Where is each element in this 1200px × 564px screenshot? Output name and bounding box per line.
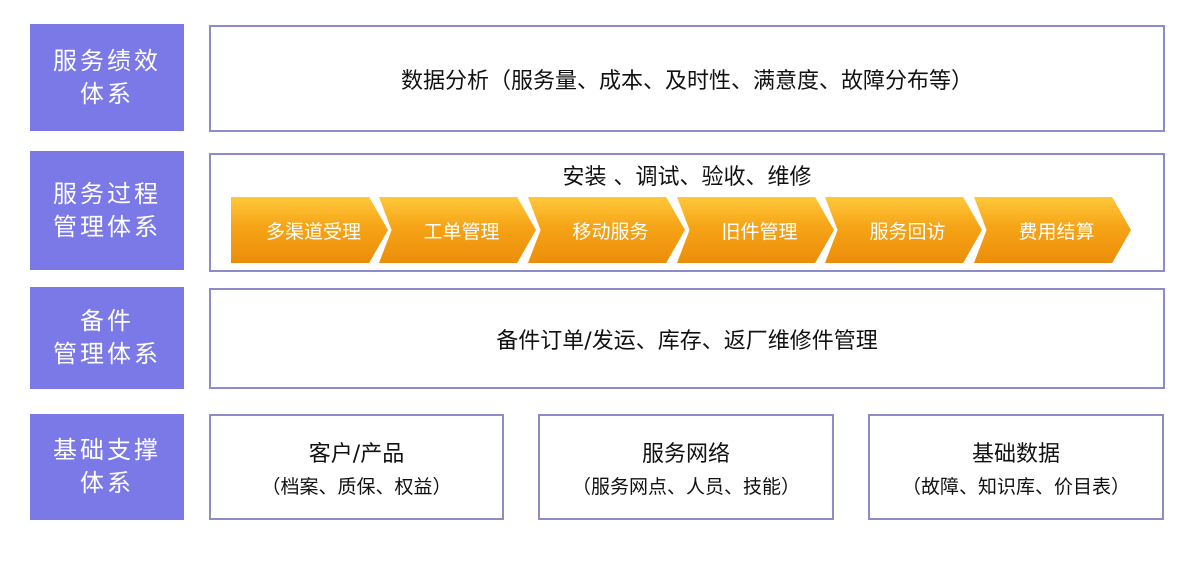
process-step-label: 服务回访: [869, 220, 946, 243]
performance-content-text: 数据分析（服务量、成本、及时性、满意度、故障分布等）: [400, 68, 973, 94]
label-line: 备件: [80, 307, 134, 335]
process-title: 安装 、调试、验收、维修: [562, 165, 812, 190]
foundation-box-title: 客户/产品: [308, 441, 405, 467]
label-line: 体系: [80, 469, 134, 497]
process-step: 费用结算: [974, 197, 1131, 263]
label-line: 服务绩效: [53, 46, 161, 75]
foundation-box-customer-product: 客户/产品 （档案、质保、权益）: [209, 414, 504, 520]
process-step: 服务回访: [825, 197, 982, 263]
foundation-box-service-network: 服务网络 （服务网点、人员、技能）: [538, 414, 834, 520]
spare-parts-content-box: 备件订单/发运、库存、返厂维修件管理: [209, 288, 1165, 389]
process-step: 移动服务: [528, 197, 685, 263]
foundation-box-base-data: 基础数据 （故障、知识库、价目表）: [868, 414, 1164, 520]
process-step: 多渠道受理: [231, 197, 388, 263]
process-step-label: 旧件管理: [721, 220, 798, 243]
process-content-box: 安装 、调试、验收、维修 多渠道受理 工单管理 移动服务 旧件管理 服务回访 费…: [209, 153, 1165, 272]
process-step-label: 移动服务: [572, 220, 649, 243]
label-line: 管理体系: [53, 212, 161, 241]
label-line: 基础支撑: [53, 436, 161, 464]
foundation-box-detail: （故障、知识库、价目表）: [901, 475, 1130, 498]
foundation-box-detail: （服务网点、人员、技能）: [571, 475, 800, 498]
process-step: 旧件管理: [677, 197, 834, 263]
label-line: 体系: [80, 79, 134, 108]
label-process-system: 服务过程 管理体系: [30, 151, 184, 270]
performance-content-box: 数据分析（服务量、成本、及时性、满意度、故障分布等）: [209, 25, 1165, 132]
label-spare-parts-system: 备件 管理体系: [30, 287, 184, 389]
process-step-label: 工单管理: [423, 220, 500, 243]
label-line: 服务过程: [53, 179, 161, 208]
spare-parts-content-text: 备件订单/发运、库存、返厂维修件管理: [496, 328, 878, 354]
label-performance-system: 服务绩效 体系: [30, 24, 184, 131]
process-step-label: 多渠道受理: [265, 220, 361, 243]
process-step-label: 费用结算: [1018, 220, 1095, 243]
foundation-box-title: 基础数据: [971, 441, 1060, 467]
process-steps: 多渠道受理 工单管理 移动服务 旧件管理 服务回访 费用结算: [231, 197, 1131, 263]
label-foundation-system: 基础支撑 体系: [30, 414, 184, 520]
label-line: 管理体系: [53, 340, 161, 368]
foundation-box-detail: （档案、质保、权益）: [261, 475, 452, 498]
process-step: 工单管理: [379, 197, 536, 263]
foundation-box-title: 服务网络: [641, 441, 730, 467]
